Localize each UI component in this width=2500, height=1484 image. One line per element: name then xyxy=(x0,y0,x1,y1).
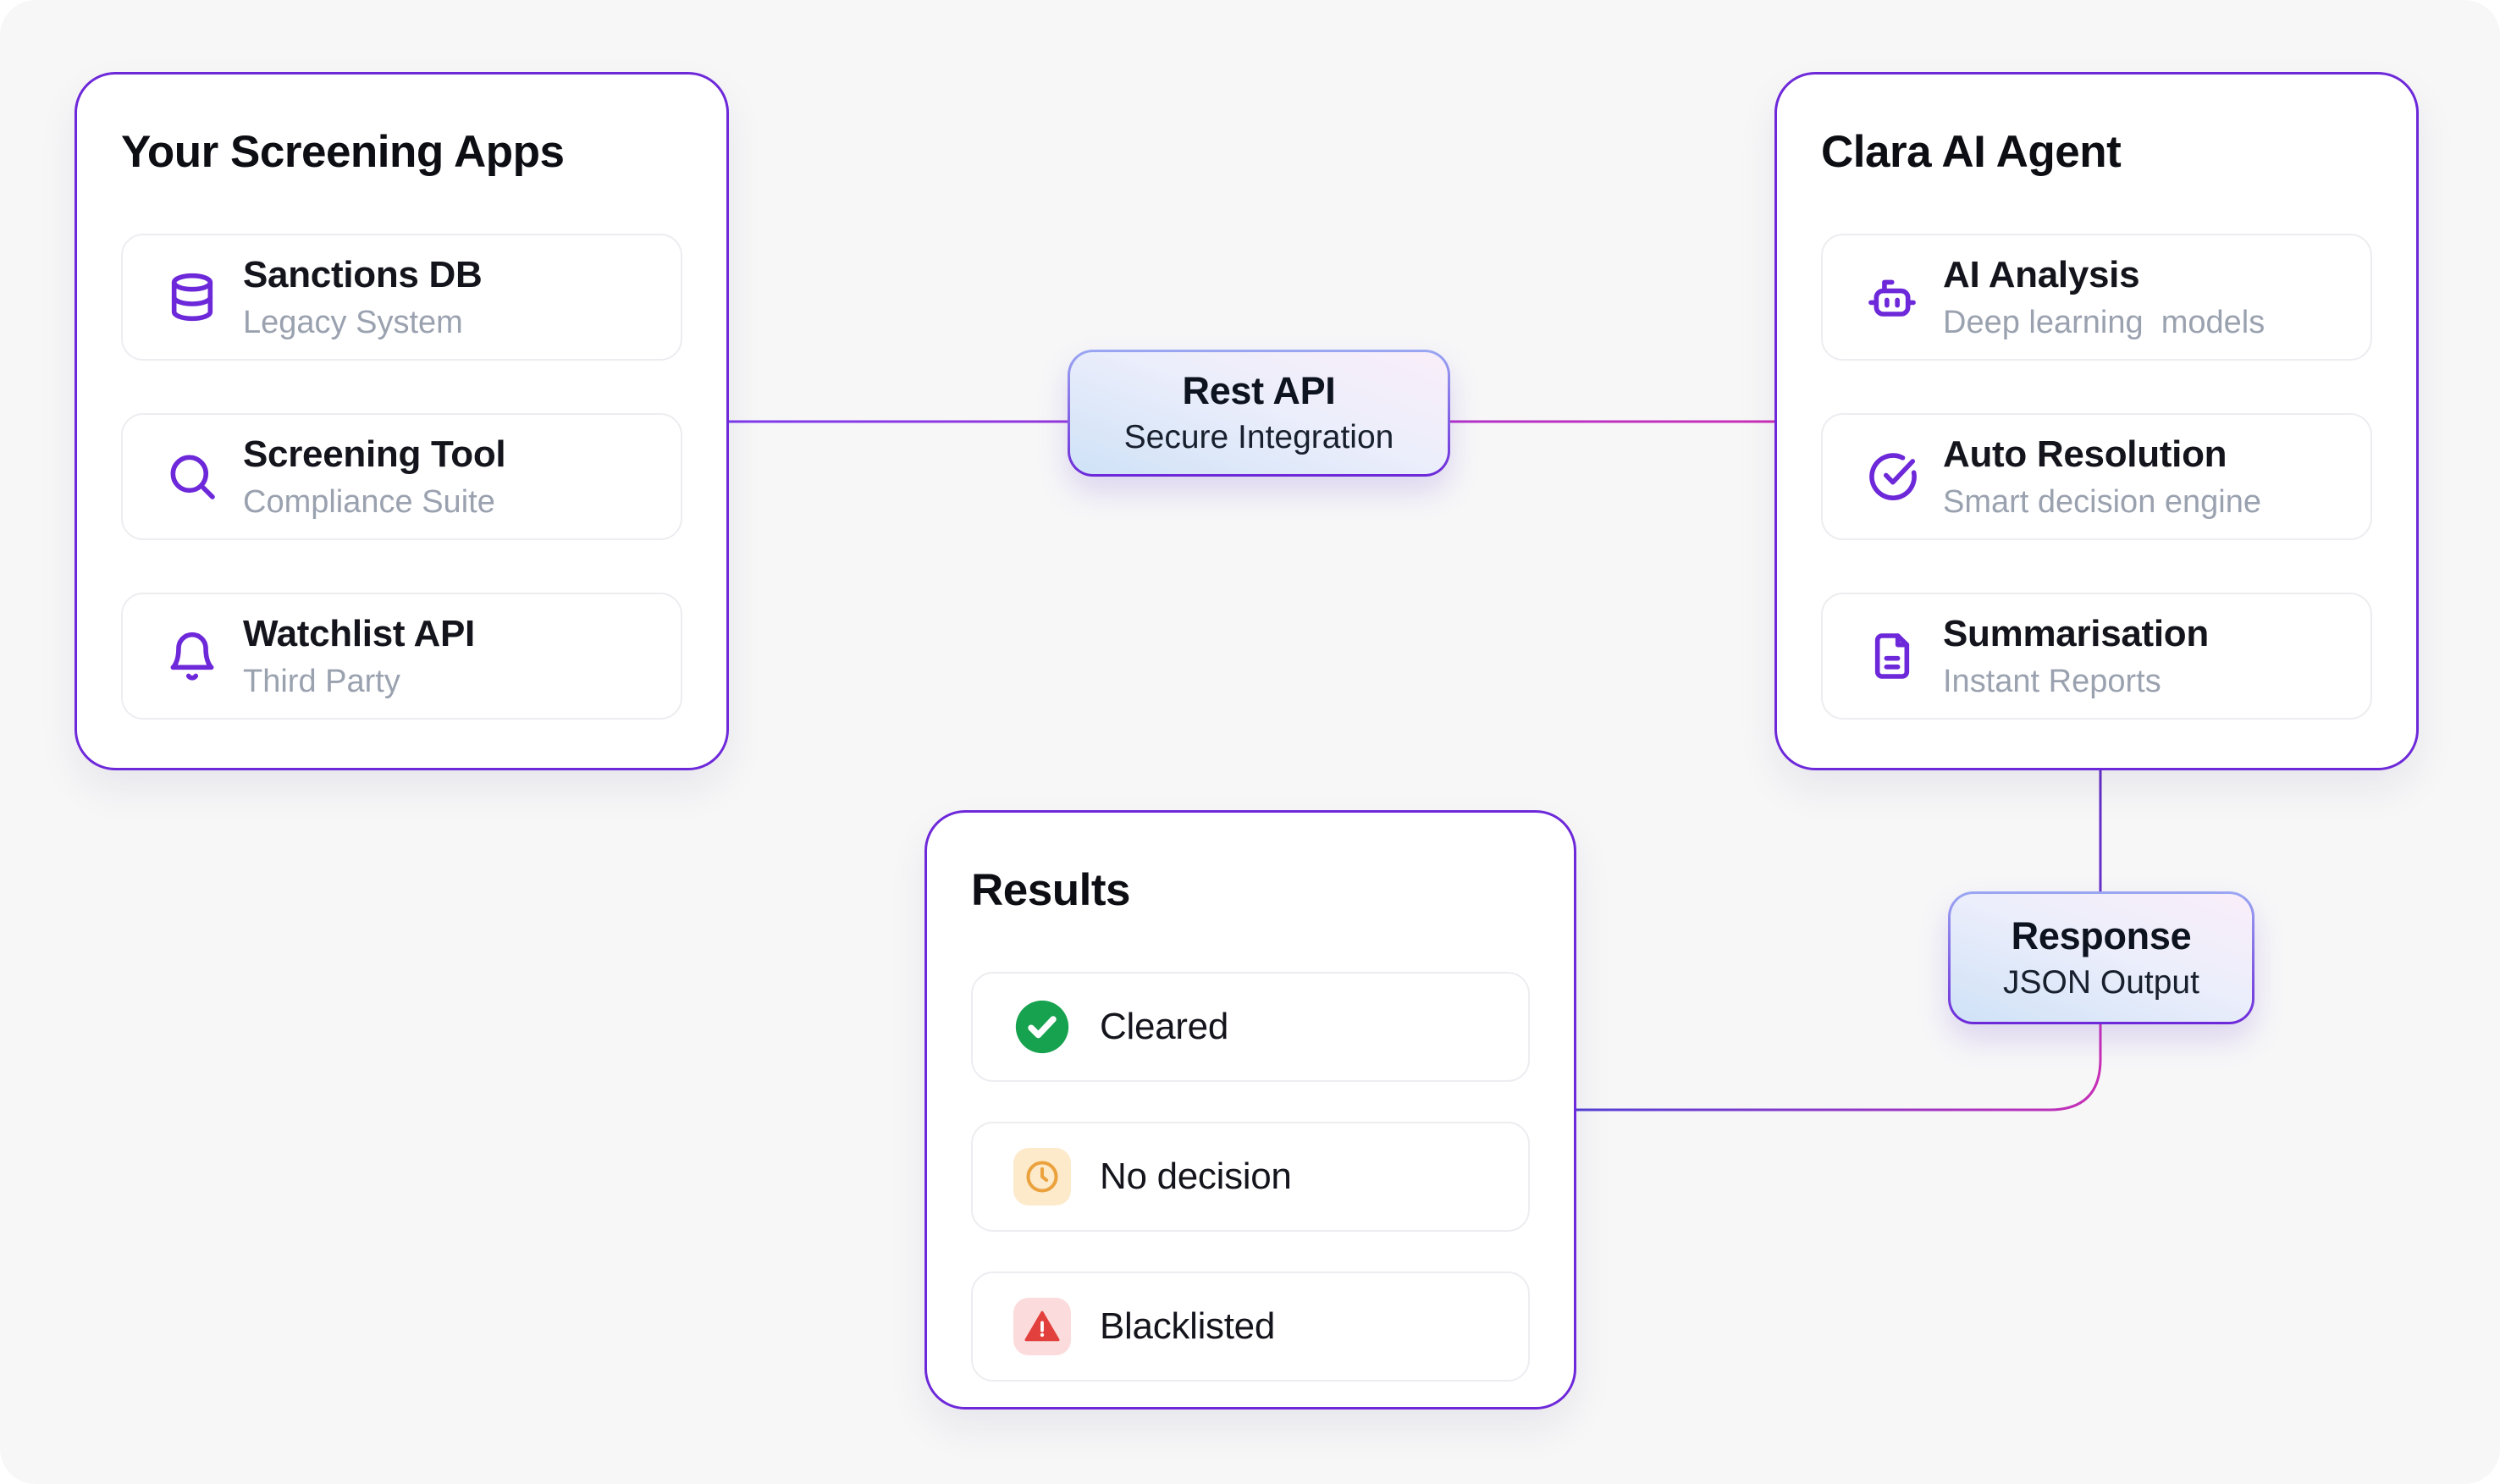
node-subtitle: Secure Integration xyxy=(1123,419,1394,455)
connector-response-to-results xyxy=(1576,1024,2102,1112)
item-subtitle: Third Party xyxy=(243,663,400,699)
item-subtitle: Deep learning models xyxy=(1943,304,2265,340)
result-label: Cleared xyxy=(1100,1006,1228,1047)
screening-apps-card: Your Screening Apps Sanctions DB Legacy … xyxy=(75,72,729,770)
alert-triangle-icon xyxy=(1013,1298,1071,1355)
screening-item-sanctions-db: Sanctions DB Legacy System xyxy=(121,234,682,361)
item-subtitle: Compliance Suite xyxy=(243,483,495,520)
clock-icon xyxy=(1013,1148,1071,1205)
bot-icon xyxy=(1865,270,1919,324)
results-card-title: Results xyxy=(971,865,1130,915)
result-label: No decision xyxy=(1100,1156,1292,1197)
node-title: Response xyxy=(2011,913,2192,957)
item-title: Auto Resolution xyxy=(1943,433,2227,475)
item-subtitle: Instant Reports xyxy=(1943,663,2161,699)
agent-item-auto-resolution: Auto Resolution Smart decision engine xyxy=(1821,413,2372,540)
result-item-cleared: Cleared xyxy=(971,972,1530,1082)
clara-ai-agent-card: Clara AI Agent AI Analysis Deep learning… xyxy=(1774,72,2419,770)
circle-check-icon xyxy=(1865,450,1919,504)
check-circle-icon xyxy=(1013,998,1071,1056)
screening-card-title: Your Screening Apps xyxy=(121,127,565,177)
agent-card-title: Clara AI Agent xyxy=(1821,127,2122,177)
node-title: Rest API xyxy=(1182,369,1336,412)
rest-api-node: Rest API Secure Integration xyxy=(1068,350,1450,477)
result-label: Blacklisted xyxy=(1100,1305,1276,1347)
node-subtitle: JSON Output xyxy=(2003,963,2199,1001)
results-card: Results Cleared No decision xyxy=(924,810,1576,1410)
item-title: Watchlist API xyxy=(243,612,475,654)
database-icon xyxy=(165,270,219,324)
agent-item-summarisation: Summarisation Instant Reports xyxy=(1821,593,2372,720)
bell-icon xyxy=(165,629,219,683)
screening-item-watchlist-api: Watchlist API Third Party xyxy=(121,593,682,720)
result-item-no-decision: No decision xyxy=(971,1122,1530,1232)
item-subtitle: Smart decision engine xyxy=(1943,483,2261,520)
file-text-icon xyxy=(1865,629,1919,683)
agent-item-ai-analysis: AI Analysis Deep learning models xyxy=(1821,234,2372,361)
item-title: AI Analysis xyxy=(1943,253,2140,295)
search-icon xyxy=(165,450,219,504)
item-title: Sanctions DB xyxy=(243,253,483,295)
item-title: Summarisation xyxy=(1943,612,2209,654)
item-title: Screening Tool xyxy=(243,433,506,475)
response-node: Response JSON Output xyxy=(1948,891,2254,1024)
item-subtitle: Legacy System xyxy=(243,304,463,340)
screening-item-screening-tool: Screening Tool Compliance Suite xyxy=(121,413,682,540)
result-item-blacklisted: Blacklisted xyxy=(971,1272,1530,1382)
